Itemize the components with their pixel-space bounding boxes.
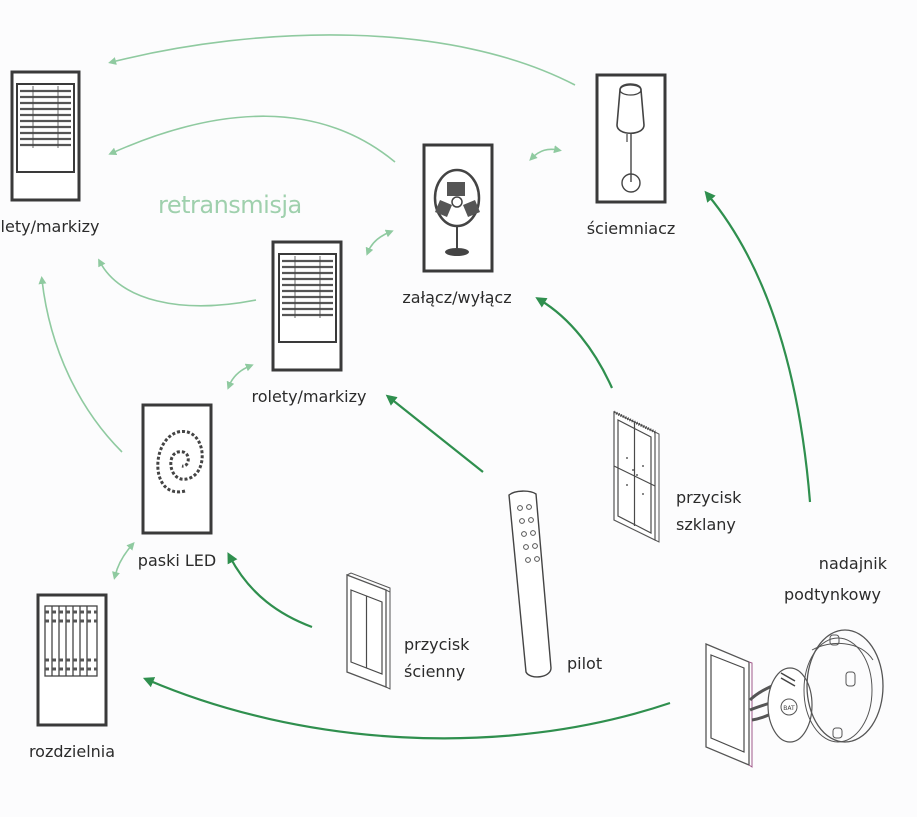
fan-icon [422,143,494,273]
lamp-icon [595,73,667,204]
receiver-label: rozdzielnia [29,742,115,761]
roller-blind-icon [271,240,343,372]
led-strip-icon [141,403,213,535]
remote-icon [508,490,552,678]
arrow-pilot-to-rolety-mid [385,394,484,473]
transmitter-nadajnik[interactable]: BAT nadajnik podtynkowy [705,554,888,768]
transmitter-pilot[interactable]: pilot [508,490,602,678]
receiver-label: paski LED [138,551,216,570]
receiver-label: rolety/markizy [252,387,367,406]
transmitter-przycisk-scienny[interactable]: przycisk ścienny [346,572,470,690]
receiver-rolety-top[interactable]: rolety/markizy [0,70,99,236]
transmitter-przycisk-szklany[interactable]: przycisk szklany [613,410,742,543]
receiver-zalacz[interactable]: załącz/wyłącz [402,143,512,307]
arrow-szklany-to-zalacz [535,297,614,389]
retransmission-arrows [38,34,576,580]
arrow-nadajnik-to-rozdzielnia [142,677,671,740]
arrow-zalacz-to-rolety-top [108,115,396,163]
retransmission-label: retransmisja [158,191,302,219]
receiver-label: załącz/wyłącz [402,288,511,307]
arrow-paski-to-rolety-top [38,276,123,453]
direct-arrows [142,190,812,740]
arrow-sciemniacz-to-rolety-top [108,34,576,86]
transmitter-label-line1: przycisk [404,635,470,654]
arrow-paski-rolety-mid [226,363,254,390]
wall-switch-icon [346,572,391,690]
receiver-sciemniacz[interactable]: ściemniacz [587,73,676,238]
transmitter-label-line2: szklany [676,515,736,534]
transmitter-label: pilot [567,654,602,673]
arrow-nadajnik-to-sciemniacz [704,190,812,503]
receiver-label: rolety/markizy [0,217,99,236]
arrow-rolety-mid-to-rolety-top [98,258,257,307]
receiver-paski[interactable]: paski LED [138,403,216,570]
arrow-scienny-to-paski [227,552,313,629]
flush-transmitter-icon: BAT [705,629,884,768]
arrow-zalacz-sciemniacz [529,145,562,161]
transmitter-label-line2: ścienny [404,662,465,681]
arrow-rolety-mid-zalacz [365,229,394,256]
arrow-rozdzielnia-paski [112,542,135,580]
transmitter-label-line2: podtynkowy [784,585,881,604]
roller-blind-icon [10,70,81,202]
receiver-rozdzielnia[interactable]: rozdzielnia [29,593,115,761]
glass-button-icon [613,410,660,543]
receiver-label: ściemniacz [587,219,676,238]
transmitter-label-line1: nadajnik [819,554,888,573]
transmitter-label-line1: przycisk [676,488,742,507]
svg-text:BAT: BAT [783,705,795,712]
receiver-rolety-mid[interactable]: rolety/markizy [252,240,367,406]
distribution-board-icon [36,593,108,727]
